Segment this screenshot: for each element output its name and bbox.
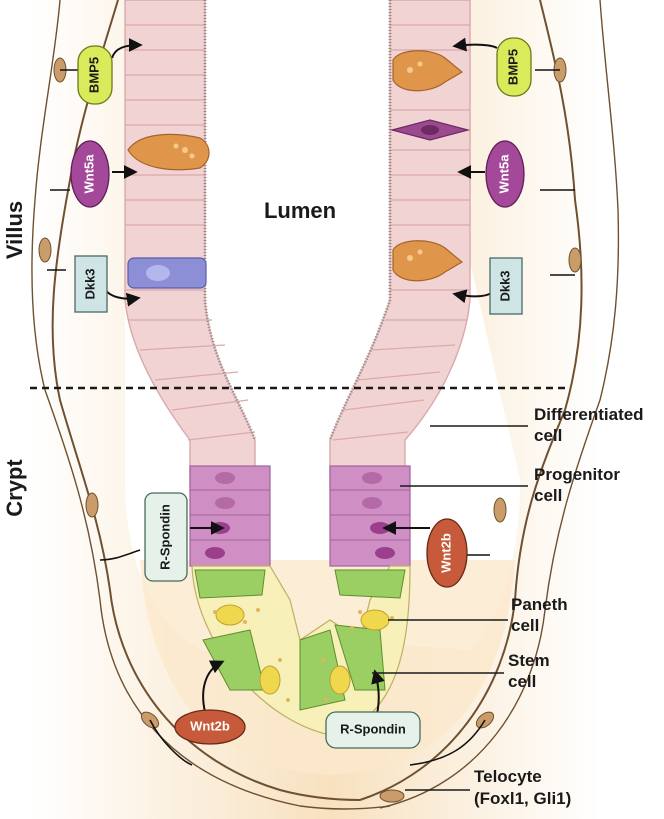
label-leader-lines	[372, 425, 528, 791]
bmp5-signal-right: BMP5	[496, 37, 532, 97]
wnt5a-signal-right: Wnt5a	[485, 140, 525, 208]
stem-label-line2: cell	[508, 672, 536, 691]
dkk3-label-left: Dkk3	[82, 268, 97, 299]
brush-border-right	[328, 0, 392, 441]
wnt2b-signal-right: Wnt2b	[426, 518, 468, 588]
stem-label-line1: Stem	[508, 651, 550, 670]
cell-label-stem: Stem cell	[508, 651, 550, 691]
wnt5a-signal-left: Wnt5a	[70, 140, 110, 208]
stem-cell-right-top	[334, 569, 406, 599]
wnt2b-signal-bottom: Wnt2b	[174, 709, 246, 745]
stroma-right	[330, 0, 600, 819]
brush-border-left	[203, 0, 257, 441]
telocyte-nuclei	[38, 57, 582, 803]
paneth-label-line2: cell	[511, 616, 539, 635]
progenitor-label-line1: Progenitor	[534, 465, 620, 484]
stroma-left	[30, 0, 330, 819]
stem-cell-left-top	[194, 569, 266, 599]
paneth-label-line1: Paneth	[511, 595, 568, 614]
wnt2b-label-bottom: Wnt2b	[190, 718, 230, 733]
tuft-cell	[127, 257, 207, 289]
rspondin-signal-left: R-Spondin	[144, 492, 188, 582]
telocyte-network-right-outer	[379, 0, 620, 809]
goblet-cell-left	[127, 133, 210, 171]
telocyte-network-right	[359, 0, 583, 801]
progenitor-label-line2: cell	[534, 486, 562, 505]
wnt5a-label-left: Wnt5a	[81, 154, 96, 194]
bmp5-label-left: BMP5	[86, 57, 101, 93]
progenitor-cells-right	[329, 465, 411, 567]
telocyte-network-left-outer	[31, 0, 391, 810]
differentiated-label-line2: cell	[534, 426, 562, 445]
signal-arrows	[103, 37, 498, 723]
epithelium-left	[124, 0, 256, 491]
bmp5-signal-left: BMP5	[77, 45, 113, 105]
telocyte-label-line2: (Foxl1, Gli1)	[474, 789, 571, 808]
bmp5-label-right: BMP5	[505, 49, 520, 85]
differentiated-label-line1: Differentiated	[534, 405, 644, 424]
enteroendocrine-cell	[389, 119, 471, 141]
cell-label-paneth: Paneth cell	[511, 595, 568, 635]
lumen-label: Lumen	[264, 198, 336, 223]
cell-label-differentiated: Differentiated cell	[534, 405, 644, 445]
goblet-cell-right-bottom	[392, 240, 464, 282]
crypt-base	[191, 565, 411, 736]
dkk3-signal-left: Dkk3	[74, 255, 108, 313]
telocyte-label-line1: Telocyte	[474, 767, 542, 786]
dkk3-signal-right: Dkk3	[489, 257, 523, 315]
progenitor-cells-left	[189, 465, 271, 567]
rspondin-label-bottom: R-Spondin	[340, 721, 406, 736]
wnt5a-label-right: Wnt5a	[496, 154, 511, 194]
rspondin-label-left: R-Spondin	[157, 504, 172, 570]
dkk3-label-right: Dkk3	[497, 270, 512, 301]
goblet-cell-right-top	[392, 50, 464, 92]
wnt2b-label-right: Wnt2b	[438, 533, 453, 573]
rspondin-signal-bottom: R-Spondin	[325, 711, 421, 749]
crypt-label: Crypt	[2, 459, 27, 517]
cell-label-telocyte: Telocyte (Foxl1, Gli1)	[474, 767, 571, 808]
villus-label: Villus	[2, 201, 27, 259]
cell-label-progenitor: Progenitor cell	[534, 465, 620, 505]
